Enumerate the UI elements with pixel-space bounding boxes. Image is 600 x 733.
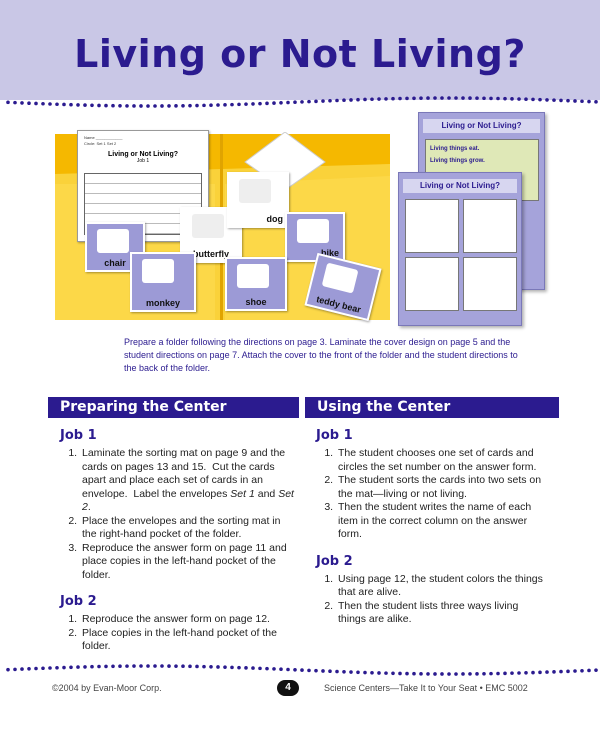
list-item: Using page 12, the student colors the th… — [336, 573, 546, 600]
booklet-title: Living or Not Living? — [423, 119, 540, 133]
list-item: Reproduce the answer form on page 12. — [80, 613, 295, 627]
using-heading: Using the Center — [305, 397, 559, 418]
illustration: Name ____________Circle: Set 1 Set 2 Liv… — [55, 112, 545, 327]
list-item: Place copies in the left-hand pocket of … — [80, 627, 295, 654]
book-title: Science Centers—Take It to Your Seat • E… — [324, 683, 528, 693]
booklet-living-1: Living things eat. — [430, 146, 480, 152]
booklet-living-2: Living things grow. — [430, 158, 485, 164]
booklet-front: Living or Not Living? — [398, 172, 522, 326]
preparing-job1-list: Laminate the sorting mat on page 9 and t… — [60, 447, 295, 582]
card-bike: bike — [285, 212, 345, 262]
using-job2-heading: Job 2 — [316, 553, 353, 569]
worksheet-subtitle: Job 1 — [136, 158, 150, 164]
preparing-job1-heading: Job 1 — [60, 428, 97, 443]
list-item: The student chooses one set of cards and… — [336, 447, 546, 474]
using-job2-list: Using page 12, the student colors the th… — [316, 573, 546, 627]
preparing-job2-heading: Job 2 — [60, 594, 97, 609]
card-shoe: shoe — [225, 257, 287, 311]
card-monkey: monkey — [130, 252, 196, 312]
header-band — [0, 0, 600, 100]
top-dotted-divider — [0, 94, 600, 108]
bottom-dotted-divider — [0, 662, 600, 676]
using-job1-heading: Job 1 — [316, 428, 353, 443]
booklet-front-title: Living or Not Living? — [403, 179, 517, 193]
preparing-job2-list: Reproduce the answer form on page 12. Pl… — [60, 613, 295, 654]
list-item: Then the student lists three ways living… — [336, 600, 546, 627]
copyright: ©2004 by Evan-Moor Corp. — [52, 683, 162, 693]
page-number: 4 — [277, 680, 299, 696]
using-job1-list: The student chooses one set of cards and… — [316, 447, 546, 542]
list-item: Laminate the sorting mat on page 9 and t… — [80, 447, 295, 515]
preparing-heading: Preparing the Center — [48, 397, 299, 418]
preparing-column: Job 1 Laminate the sorting mat on page 9… — [60, 428, 295, 666]
list-item: Then the student writes the name of each… — [336, 501, 546, 542]
list-item: The student sorts the cards into two set… — [336, 474, 546, 501]
list-item: Reproduce the answer form on page 11 and… — [80, 542, 295, 583]
caption: Prepare a folder following the direction… — [124, 337, 518, 373]
page-title: Living or Not Living? — [74, 32, 526, 76]
using-column: Job 1 The student chooses one set of car… — [316, 428, 546, 639]
card-dog: dog — [227, 172, 289, 228]
list-item: Place the envelopes and the sorting mat … — [80, 515, 295, 542]
worksheet-title: Living or Not Living? — [108, 151, 178, 158]
